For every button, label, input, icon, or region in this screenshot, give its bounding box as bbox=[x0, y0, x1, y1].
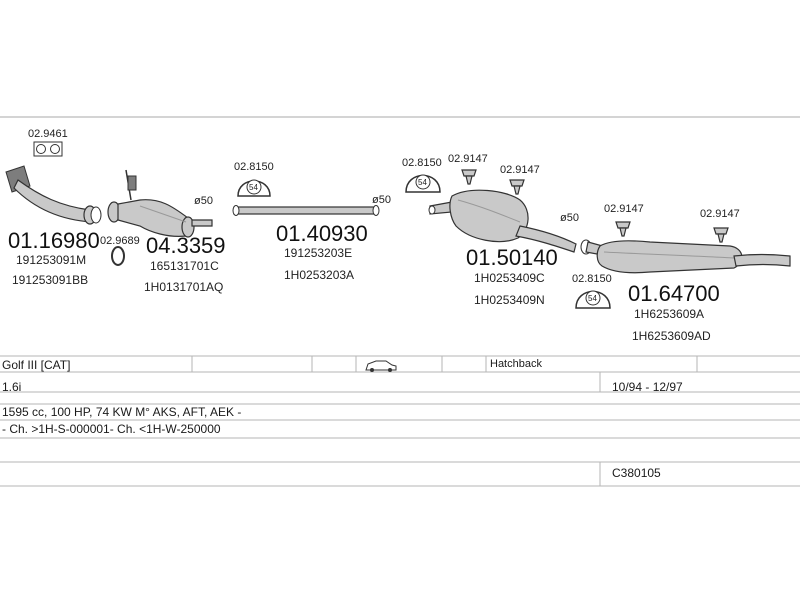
clip-b-ref: 02.9147 bbox=[500, 164, 540, 176]
mid-pipe-oe-2: 1H0253203A bbox=[284, 268, 354, 282]
front-pipe-oe-1: 191253091M bbox=[16, 253, 86, 267]
rear-box-oe-2: 1H6253609AD bbox=[632, 329, 711, 343]
center-box-oe-2: 1H0253409N bbox=[474, 293, 545, 307]
clip-icon bbox=[461, 169, 477, 185]
hanger-right-label: 54 bbox=[588, 294, 597, 303]
years-cell: 10/94 - 12/97 bbox=[612, 380, 683, 394]
front-pipe-oe-2: 191253091BB bbox=[12, 273, 88, 287]
catalog-code-cell: C380105 bbox=[612, 466, 661, 480]
dia-c: ø50 bbox=[560, 212, 579, 224]
center-box-number: 01.50140 bbox=[466, 245, 558, 270]
clip-icon bbox=[615, 221, 631, 237]
rubber-hanger-icon: 54 bbox=[237, 179, 271, 197]
dia-b: ø50 bbox=[372, 194, 391, 206]
rear-box-number: 01.64700 bbox=[628, 281, 720, 306]
mid-pipe-oe-1: 191253203E bbox=[284, 246, 352, 260]
lambda-sensor-icon bbox=[125, 169, 137, 201]
catalyst-oe-1: 165131701C bbox=[150, 259, 219, 273]
clip-c-ref: 02.9147 bbox=[604, 203, 644, 215]
spec-cell: 1595 cc, 100 HP, 74 KW M° AKS, AFT, AEK … bbox=[2, 405, 242, 419]
catalyst-number: 04.3359 bbox=[146, 233, 226, 258]
clamp-icon bbox=[33, 141, 63, 157]
hanger-left-label: 54 bbox=[249, 183, 258, 192]
hanger-mid-label: 54 bbox=[418, 178, 427, 187]
center-silencer-icon bbox=[428, 189, 577, 253]
gasket-ref: 02.9689 bbox=[100, 235, 140, 247]
hanger-left-ref: 02.8150 bbox=[234, 161, 274, 173]
clip-a-ref: 02.9147 bbox=[448, 153, 488, 165]
catalyst-icon bbox=[107, 199, 213, 238]
center-box-oe-1: 1H0253409C bbox=[474, 271, 545, 285]
hatchback-car-icon bbox=[365, 360, 397, 372]
model-cell: Golf III [CAT] bbox=[2, 358, 71, 372]
rubber-hanger-icon: 54 bbox=[405, 174, 441, 193]
hanger-mid-ref: 02.8150 bbox=[402, 157, 442, 169]
body-type-cell: Hatchback bbox=[490, 358, 542, 370]
rubber-hanger-icon: 54 bbox=[575, 290, 611, 309]
catalyst-oe-2: 1H0131701AQ bbox=[144, 280, 223, 294]
clamp-ref: 02.9461 bbox=[28, 128, 68, 140]
chassis-cell: - Ch. >1H-S-000001- Ch. <1H-W-250000 bbox=[2, 422, 221, 436]
engine-cell: 1.6i bbox=[2, 380, 22, 394]
hanger-right-ref: 02.8150 bbox=[572, 273, 612, 285]
info-table-grid bbox=[0, 355, 800, 487]
clip-icon bbox=[713, 227, 729, 243]
rear-box-oe-1: 1H6253609A bbox=[634, 307, 704, 321]
front-pipe-number: 01.16980 bbox=[8, 228, 100, 253]
dia-a: ø50 bbox=[194, 195, 213, 207]
mid-pipe-number: 01.40930 bbox=[276, 221, 368, 246]
clip-icon bbox=[509, 179, 525, 195]
rear-silencer-icon bbox=[580, 239, 791, 274]
mid-pipe-icon bbox=[232, 205, 380, 216]
front-pipe-icon bbox=[5, 165, 102, 225]
clip-d-ref: 02.9147 bbox=[700, 208, 740, 220]
gasket-icon bbox=[111, 246, 125, 266]
